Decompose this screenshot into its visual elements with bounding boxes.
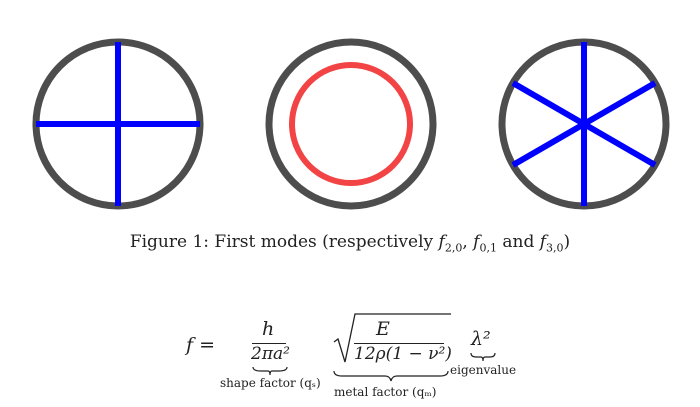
caption-sub: 0,1 [479,241,497,255]
underbrace-icon [470,352,496,362]
shape-factor-label: shape factor (qₛ) [220,376,321,390]
metal-denominator: 12ρ(1 − ν²) [354,344,452,364]
fraction-bar [354,343,444,344]
sqrt-icon [333,313,451,363]
caption-math: f [473,232,480,252]
nodal-line [511,80,657,168]
eigenvalue-label: eigenvalue [450,363,517,377]
caption-sub: 2,0 [444,241,463,255]
shape-denominator: 2πa² [251,344,290,364]
caption-sub: 3,0 [546,241,564,255]
mode-f01 [265,38,437,210]
nodal-circle [289,62,413,186]
mode-f20 [32,38,204,210]
metal-numerator: E [376,318,390,340]
fraction-bar [252,343,286,344]
eigenvalue-symbol: λ² [471,328,491,350]
underbrace-icon [333,370,449,382]
caption-math: f [438,232,445,252]
mode-figure [32,38,670,210]
metal-factor-label: metal factor (qₘ) [334,385,437,399]
shape-numerator: h [262,318,275,340]
caption-math: f [539,232,547,252]
caption-text: and [496,232,540,252]
formula-lhs: f = [186,334,215,356]
mode-f30 [498,38,670,210]
caption-text: , [462,232,474,252]
caption-text: Figure 1: First modes (respectively [129,232,439,252]
figure-caption: Figure 1: First modes (respectively f2,0… [0,232,700,254]
caption-text: ) [563,232,571,252]
plate-rim [265,38,437,210]
underbrace-icon [252,366,288,376]
